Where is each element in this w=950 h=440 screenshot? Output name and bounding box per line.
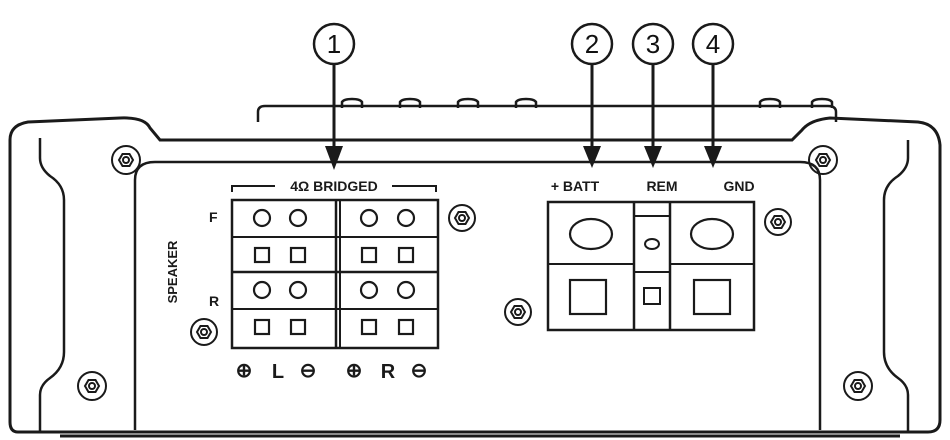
screw [111,145,141,175]
rear-label: R [209,293,219,309]
left-channel-label: L [272,361,284,383]
right-minus-symbol: ⊖ [411,360,428,382]
gnd-terminal [689,217,735,316]
batt-terminal [568,217,614,316]
left-minus-symbol: ⊖ [300,360,317,382]
screw [764,208,792,236]
front-label: F [209,209,218,225]
bridged-label: 4Ω BRIDGED [290,178,377,194]
screw [808,145,838,175]
callout-number-3: 3 [646,29,660,59]
speaker-terminal-socket [253,246,415,336]
callout-marker-4: 4 [691,22,735,168]
bridged-bracket [231,185,437,192]
batt-label: + BATT [551,178,600,194]
callout-number-1: 1 [327,29,341,59]
rem-label: REM [646,178,677,194]
power-terminal-block [546,200,756,332]
right-plus-symbol: ⊕ [346,360,363,382]
speaker-side-label: SPEAKER [165,240,180,303]
screw [190,318,218,346]
right-channel-label: R [381,361,396,383]
heatsink-fins [256,97,838,122]
left-plus-symbol: ⊕ [236,360,253,382]
callout-marker-2: 2 [570,22,614,168]
screw [77,371,107,401]
callout-marker-3: 3 [631,22,675,168]
speaker-terminal-screw [252,208,416,300]
screw [843,371,873,401]
callout-number-4: 4 [706,29,720,59]
screw [504,298,532,326]
callout-marker-1: 1 [312,22,356,170]
gnd-label: GND [723,178,754,194]
amplifier-housing [8,116,942,438]
screw [448,204,476,232]
rem-terminal [643,238,661,305]
speaker-terminal-block [230,185,440,350]
callout-number-2: 2 [585,29,599,59]
